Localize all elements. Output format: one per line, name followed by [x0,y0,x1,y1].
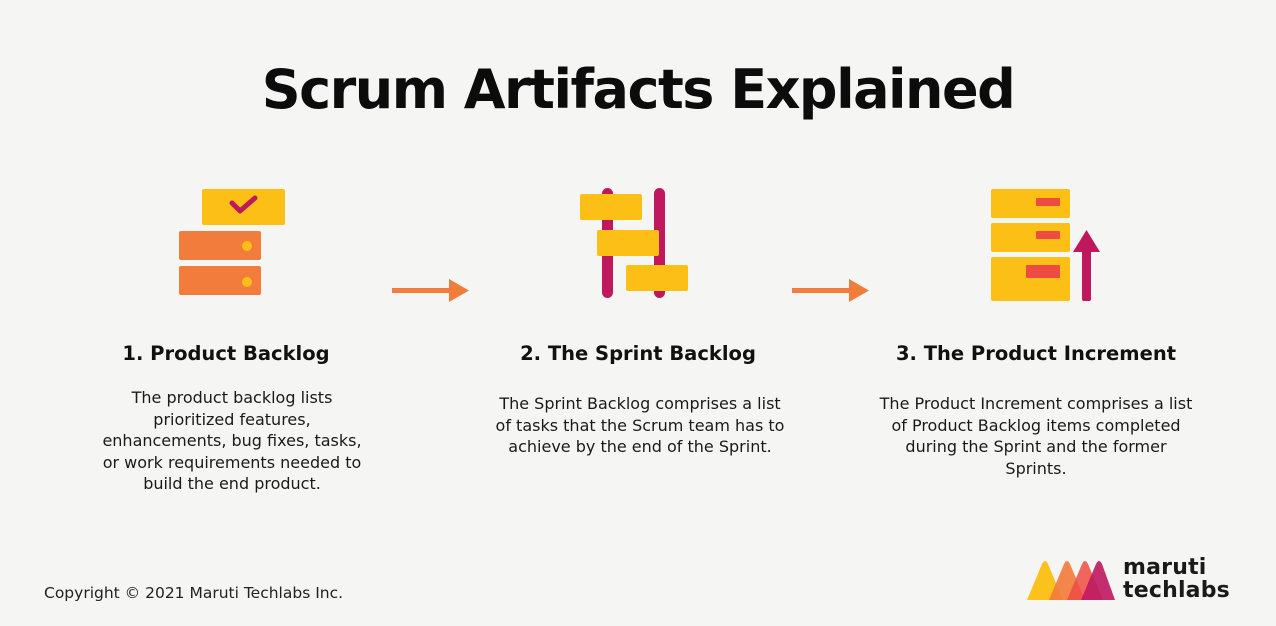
maruti-techlabs-logo-icon [1027,561,1115,600]
logo-wordmark: maruti techlabs [1123,556,1230,602]
task-card [626,265,688,291]
step-title-product-backlog: 1. Product Backlog [122,342,330,365]
page-title: Scrum Artifacts Explained [261,58,1016,121]
stack-block [991,223,1070,252]
server-led [242,241,252,251]
server-block [179,231,261,260]
logo-line-2: techlabs [1123,578,1230,603]
up-arrow-icon [1073,230,1100,252]
server-block [179,266,261,295]
arrow-right-icon [392,279,469,302]
step-description-product-increment: The Product Increment comprises a list o… [879,394,1193,478]
checkmark-icon [229,195,258,214]
sprint-backlog-icon [580,188,688,298]
product-increment-icon [991,189,1100,301]
stack-block [991,257,1070,301]
product-backlog-icon [179,189,285,295]
logo-line-1: maruti [1123,555,1207,580]
up-arrow-shaft [1082,248,1091,301]
arrow-right-icon [792,279,869,302]
step-title-product-increment: 3. The Product Increment [895,342,1177,365]
copyright-text: Copyright © 2021 Maruti Techlabs Inc. [44,584,344,602]
server-led [242,277,252,287]
step-description-product-backlog: The product backlog lists prioritized fe… [102,388,362,494]
step-description-sprint-backlog: The Sprint Backlog comprises a list of t… [495,394,785,457]
step-title-sprint-backlog: 2. The Sprint Backlog [520,342,756,365]
task-card [580,194,642,220]
stack-block [991,189,1070,218]
task-card [597,230,659,256]
